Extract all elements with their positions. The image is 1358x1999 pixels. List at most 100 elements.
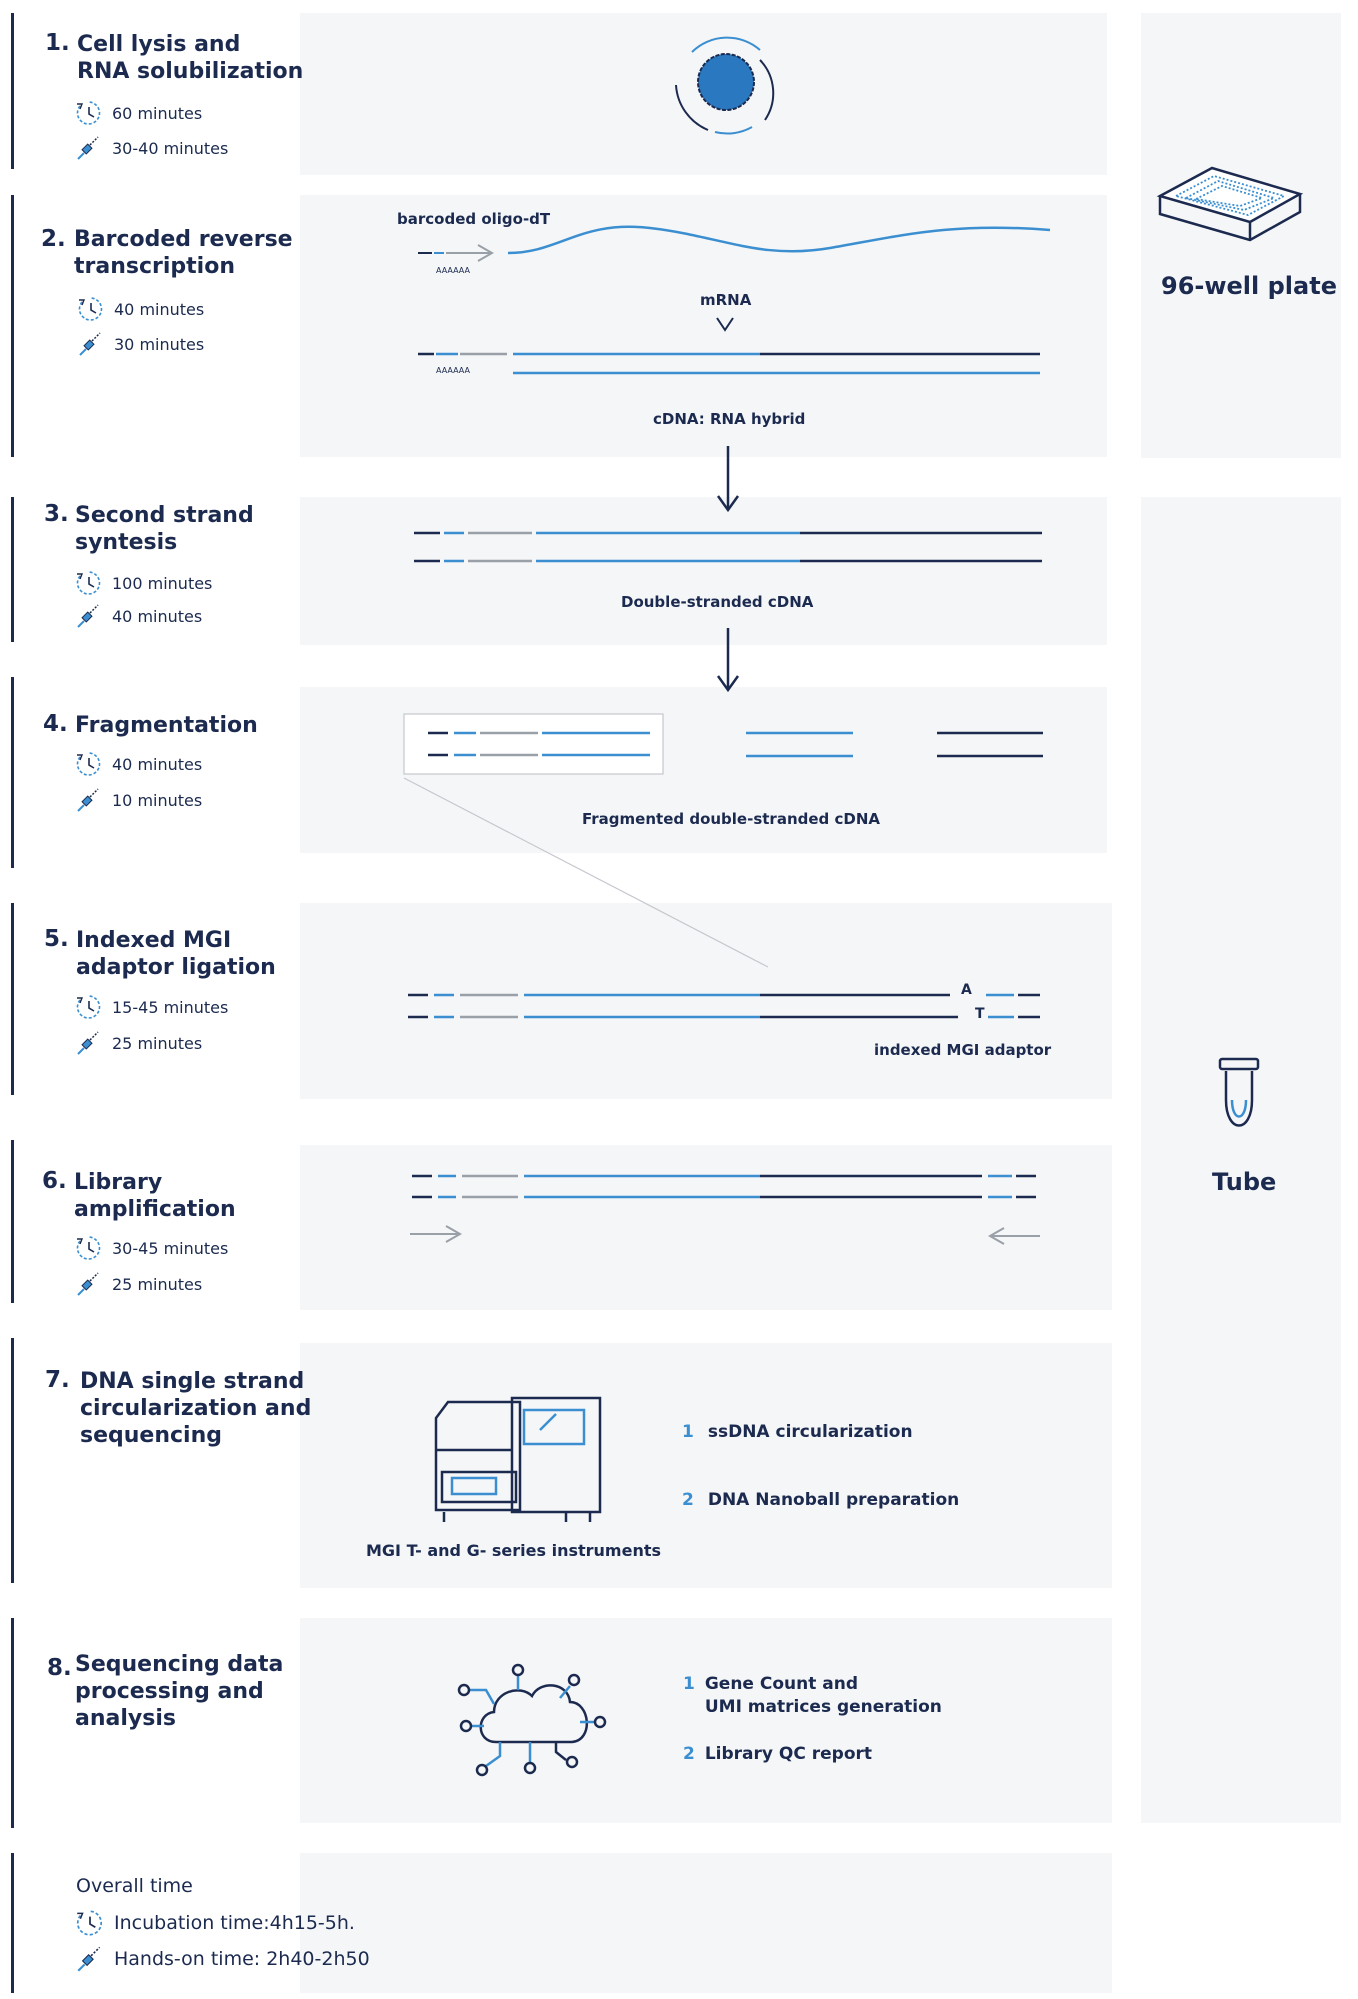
step8-title-line3: analysis	[75, 1706, 176, 1731]
step8-item-1-line1: Gene Count and	[704, 1674, 859, 1694]
step8-item-2-text: Library QC report	[704, 1744, 873, 1764]
step1-title: Cell lysis and RNA solubilization	[77, 31, 303, 85]
step3-hands-on: 40 minutes	[74, 602, 202, 630]
step8-line	[11, 1618, 14, 1828]
step2-title-line2: transcription	[74, 254, 235, 279]
step8-item-2-number: 2	[683, 1744, 695, 1764]
step2-hands-on-text: 30 minutes	[114, 334, 205, 354]
step6-title-line2: amplification	[74, 1197, 236, 1222]
step4-line	[11, 677, 14, 868]
base-t-label: T	[975, 1006, 985, 1022]
step6-number: 6.	[42, 1168, 67, 1194]
polya-label-1: AAAAAA	[436, 266, 470, 275]
step3-title: Second strand syntesis	[75, 502, 254, 556]
step7-item-2: 2 DNA Nanoball preparation	[682, 1490, 959, 1510]
step1-hands-on: 30-40 minutes	[74, 134, 228, 162]
step8-title-line2: processing and	[75, 1679, 264, 1704]
pipette-icon	[77, 788, 99, 812]
tube-icon	[1218, 1057, 1260, 1127]
step2-title-line1: Barcoded reverse	[74, 227, 293, 252]
step6-title-line1: Library	[74, 1170, 163, 1195]
step1-incubation: 60 minutes	[74, 99, 202, 127]
down-arrow-2	[716, 628, 740, 693]
tube-label: Tube	[1212, 1168, 1277, 1196]
step4-hands-on: 10 minutes	[74, 786, 202, 814]
plate-label: 96-well plate	[1161, 272, 1337, 300]
step8-number: 8.	[47, 1655, 72, 1681]
step8-title: Sequencing data processing and analysis	[75, 1651, 283, 1732]
tube-column-panel	[1141, 497, 1341, 1823]
step2-title: Barcoded reverse transcription	[74, 226, 293, 280]
clock-icon	[76, 571, 101, 595]
step4-incubation-text: 40 minutes	[112, 754, 203, 774]
step7-line	[11, 1338, 14, 1583]
base-a-label: A	[961, 982, 972, 998]
overall-hands-on: Hands-on time: 2h40-2h50	[74, 1944, 370, 1974]
overall-panel	[300, 1853, 1112, 1993]
step2-incubation-text: 40 minutes	[114, 299, 205, 319]
step6-incubation: 30-45 minutes	[74, 1234, 228, 1262]
overall-line	[11, 1853, 14, 1993]
mrna-strand	[507, 225, 1051, 255]
hybrid-label: cDNA: RNA hybrid	[653, 410, 806, 428]
step6-hands-on: 25 minutes	[74, 1270, 202, 1298]
step7-title: DNA single strand circularization and se…	[80, 1368, 311, 1449]
fragment-navy	[937, 731, 1043, 758]
ds-cdna-label: Double-stranded cDNA	[621, 593, 814, 611]
pipette-icon	[77, 1946, 101, 1972]
step4-incubation: 40 minutes	[74, 750, 202, 778]
cdna-rna-hybrid	[418, 352, 1040, 375]
step7-item-2-number: 2	[682, 1490, 694, 1510]
step1-title-line2: RNA solubilization	[77, 59, 304, 84]
overall-incubation-text: Incubation time:4h15-5h.	[114, 1912, 355, 1934]
clock-icon	[76, 1236, 101, 1260]
step5-number: 5.	[44, 926, 69, 952]
clock-icon	[76, 101, 101, 125]
step4-title-line1: Fragmentation	[75, 713, 258, 738]
oligo-dt-primer	[418, 244, 495, 262]
fragmented-label: Fragmented double-stranded cDNA	[582, 810, 881, 828]
mrna-label: mRNA	[700, 291, 752, 309]
step4-hands-on-text: 10 minutes	[112, 790, 203, 810]
step3-incubation-text: 100 minutes	[112, 573, 213, 593]
step3-number: 3.	[44, 501, 69, 527]
mrna-arrow	[716, 317, 734, 332]
adaptor-label: indexed MGI adaptor	[874, 1041, 1052, 1059]
step7-item-1-number: 1	[682, 1422, 694, 1442]
step6-line	[11, 1140, 14, 1303]
step5-hands-on: 25 minutes	[74, 1029, 202, 1057]
clock-icon	[76, 752, 101, 776]
plate-column-panel	[1141, 13, 1341, 458]
down-arrow-1	[716, 446, 740, 513]
clock-icon	[76, 1910, 102, 1936]
step5-title-line2: adaptor ligation	[76, 955, 276, 980]
overall-incubation: Incubation time:4h15-5h.	[74, 1908, 355, 1938]
step4-number: 4.	[43, 711, 68, 737]
step7-title-line1: DNA single strand	[80, 1369, 305, 1394]
step2-number: 2.	[41, 226, 66, 252]
step5-title-line1: Indexed MGI	[76, 928, 232, 953]
instruments-label: MGI T- and G- series instruments	[366, 1541, 662, 1560]
overall-title: Overall time	[76, 1875, 193, 1897]
zoom-connector	[403, 777, 769, 968]
cell-icon	[675, 36, 775, 135]
amplification-dna	[412, 1174, 1036, 1199]
step1-hands-on-text: 30-40 minutes	[112, 138, 229, 158]
step7-item-2-text: DNA Nanoball preparation	[707, 1490, 960, 1510]
adaptor-ligated-dna	[408, 993, 1040, 1019]
step5-incubation-text: 15-45 minutes	[112, 997, 229, 1017]
pipette-icon	[79, 332, 101, 356]
step1-number: 1.	[45, 30, 70, 56]
step2-line	[11, 195, 14, 457]
step3-panel	[300, 497, 1107, 645]
reverse-primer-arrow	[987, 1227, 1040, 1245]
sequencer-instrument-icon	[434, 1396, 602, 1522]
step5-incubation: 15-45 minutes	[74, 993, 228, 1021]
cloud-computing-icon	[457, 1663, 607, 1777]
step8-title-line1: Sequencing data	[75, 1652, 284, 1677]
step7-title-line2: circularization and	[80, 1396, 312, 1421]
step1-line	[11, 13, 14, 169]
step5-hands-on-text: 25 minutes	[112, 1033, 203, 1053]
step6-incubation-text: 30-45 minutes	[112, 1238, 229, 1258]
